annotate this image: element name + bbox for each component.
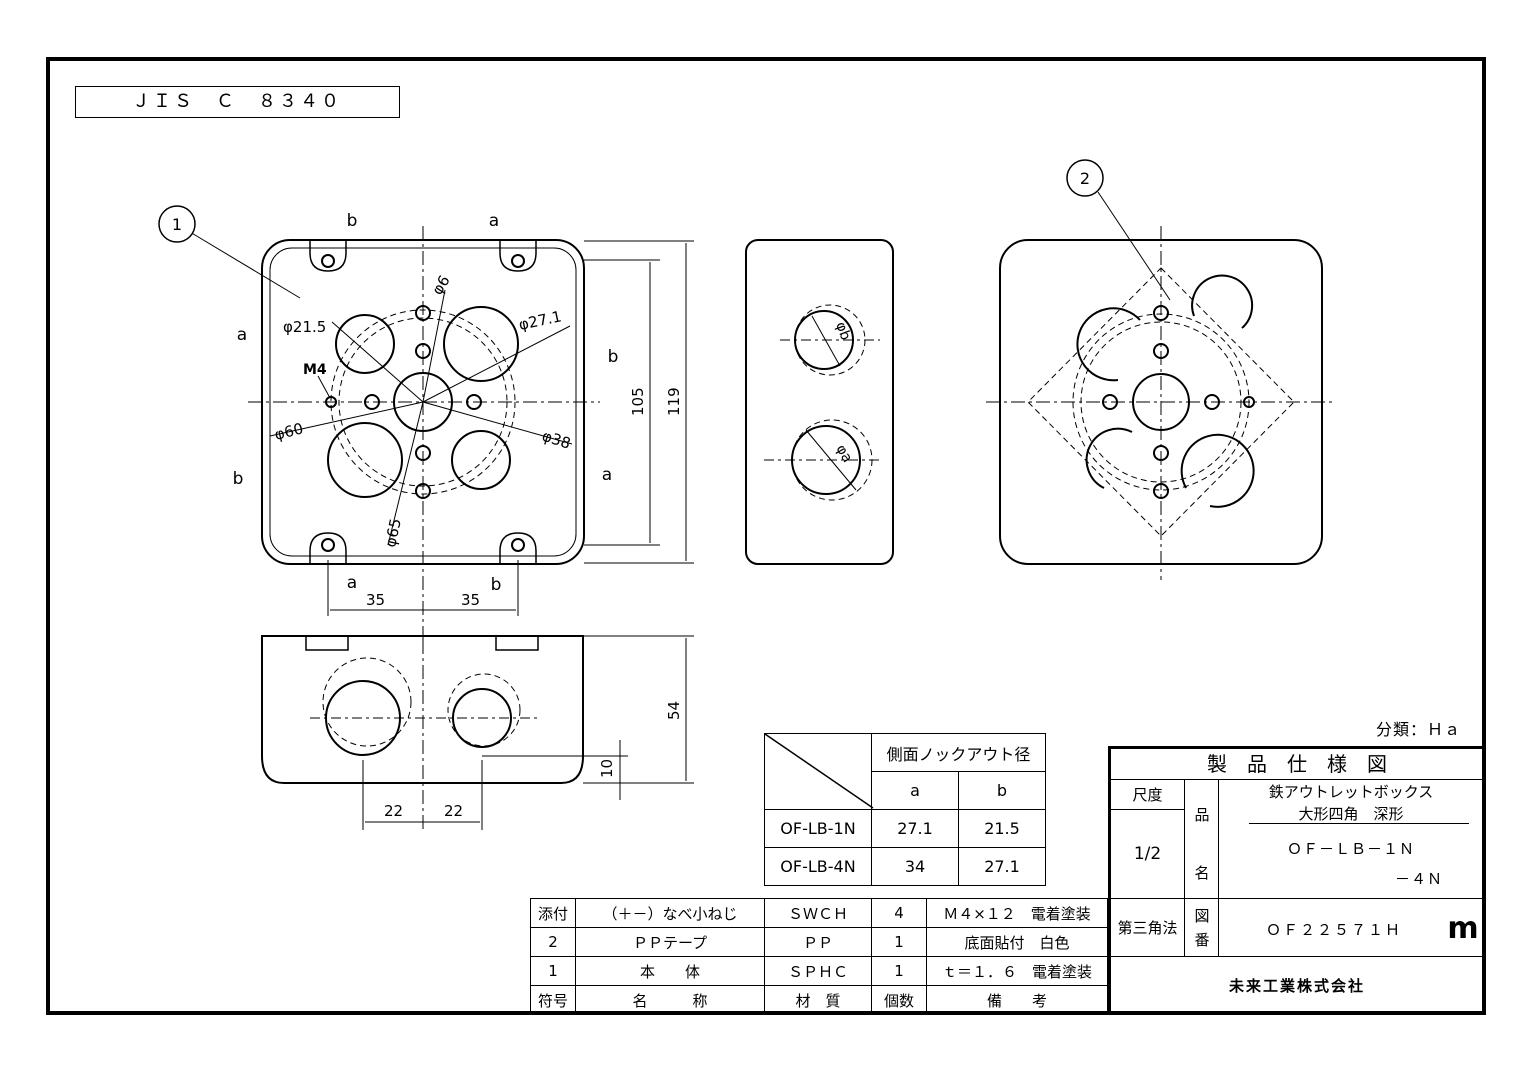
classification: 分類：Ｈａ xyxy=(1376,720,1462,739)
company-logo-icon: m xyxy=(1447,911,1479,946)
product-line2: 大形四角 深形 xyxy=(1298,805,1404,823)
model-1n: ＯＦ－ＬＢ－１Ｎ xyxy=(1286,840,1415,858)
hin-label: 品 xyxy=(1194,806,1210,824)
part-name: （＋－）なべ小ねじ xyxy=(575,898,765,928)
dim-phi-b: φb xyxy=(832,320,853,343)
dim-105: 105 xyxy=(629,387,647,416)
part-no: 添付 xyxy=(530,898,576,928)
dim-m4: M4 xyxy=(303,362,327,378)
screw-hole xyxy=(511,538,525,552)
screw-hole xyxy=(511,254,525,268)
dim-35: 35 xyxy=(461,591,480,609)
ko-a: 27.1 xyxy=(871,809,959,848)
header-qty: 個数 xyxy=(871,985,927,1015)
front-view-outline xyxy=(261,635,584,784)
ko-corner-cell xyxy=(764,733,872,810)
part-no: 2 xyxy=(530,927,576,957)
part-qty: 4 xyxy=(871,898,927,928)
screw-hole xyxy=(321,538,335,552)
dim-54: 54 xyxy=(665,701,683,720)
side-view-outline xyxy=(745,239,894,565)
ko-col-b: b xyxy=(958,771,1046,810)
dim-35: 35 xyxy=(366,591,385,609)
callout-1-circle xyxy=(158,205,196,243)
dim-phi65: φ65 xyxy=(381,517,405,549)
zu-label: 図 xyxy=(1194,907,1210,925)
part-note: Ｍ４×１２ 電着塗装 xyxy=(926,898,1108,928)
title: 製 品 仕 様 図 xyxy=(1111,749,1483,780)
standard-box: ＪＩＳ Ｃ ８３４０ xyxy=(75,86,400,118)
header-name: 名 称 xyxy=(575,985,765,1015)
part-material: ＳＷＣＨ xyxy=(764,898,872,928)
ko-b: 27.1 xyxy=(958,847,1046,886)
ko-a: 34 xyxy=(871,847,959,886)
product-name-cell: 鉄アウトレットボックス 大形四角 深形 ＯＦ－ＬＢ－１Ｎ －４Ｎ xyxy=(1219,780,1483,899)
header-no: 符号 xyxy=(530,985,576,1015)
ko-model: OF-LB-1N xyxy=(764,809,872,848)
label-a: a xyxy=(237,325,247,345)
dim-119: 119 xyxy=(665,387,683,416)
part-note: 底面貼付 白色 xyxy=(926,927,1108,957)
screw-hole xyxy=(321,254,335,268)
label-a: a xyxy=(489,211,499,231)
label-a: a xyxy=(602,465,612,485)
label-a: a xyxy=(347,573,357,593)
ko-b: 21.5 xyxy=(958,809,1046,848)
header-note: 備 考 xyxy=(926,985,1108,1015)
dim-22: 22 xyxy=(444,802,463,820)
callout-1: 1 xyxy=(172,215,182,234)
ko-col-a: a xyxy=(871,771,959,810)
callout-2-circle xyxy=(1066,159,1104,197)
knockout-table: 側面ノックアウト径 a b OF-LB-1N 27.1 21.5 OF-LB-4… xyxy=(764,733,1046,886)
product-line1: 鉄アウトレットボックス xyxy=(1268,783,1434,801)
company-name: 未来工業株式会社 xyxy=(1228,977,1365,995)
part-material: ＳＰＨＣ xyxy=(764,956,872,986)
scale-label: 尺度 xyxy=(1111,780,1185,810)
parts-table: 添付 （＋－）なべ小ねじ ＳＷＣＨ 4 Ｍ４×１２ 電着塗装 2 ＰＰテープ Ｐ… xyxy=(530,898,1108,1015)
dim-phi-a: φa xyxy=(833,442,856,465)
part-material: ＰＰ xyxy=(764,927,872,957)
hinmei-cell: 品 名 xyxy=(1185,780,1219,899)
dim-22: 22 xyxy=(384,802,403,820)
zuban-cell: 図 番 xyxy=(1185,899,1219,957)
parts-header-row: 符号 名 称 材 質 個数 備 考 xyxy=(530,985,1108,1015)
dim-phi21-5: φ21.5 xyxy=(283,318,326,336)
dim-10: 10 xyxy=(598,759,616,778)
table-row: 2 ＰＰテープ ＰＰ 1 底面貼付 白色 xyxy=(530,927,1108,957)
table-row: OF-LB-4N 34 27.1 xyxy=(764,847,1046,886)
part-no: 1 xyxy=(530,956,576,986)
model-4n: －４Ｎ xyxy=(1394,870,1443,888)
projection: 第三角法 xyxy=(1111,899,1185,957)
part-name: ＰＰテープ xyxy=(575,927,765,957)
table-row: OF-LB-1N 27.1 21.5 xyxy=(764,809,1046,848)
scale-value: 1/2 xyxy=(1111,810,1185,899)
dim-phi6: φ6 xyxy=(428,272,454,298)
ban-label: 番 xyxy=(1194,931,1210,949)
ko-header: 側面ノックアウト径 xyxy=(871,733,1046,772)
dim-phi60: φ60 xyxy=(273,419,305,443)
part-qty: 1 xyxy=(871,927,927,957)
part-qty: 1 xyxy=(871,956,927,986)
title-block: 製 品 仕 様 図 尺度 1/2 品 名 鉄アウトレットボックス 大形四角 深形… xyxy=(1108,746,1486,1015)
label-b: b xyxy=(233,469,244,489)
drawing-number: ＯＦ２２５７１Ｈ xyxy=(1265,921,1402,939)
label-b: b xyxy=(347,211,358,231)
drawing-no-cell: ＯＦ２２５７１Ｈ m xyxy=(1219,899,1483,957)
table-row: 1 本 体 ＳＰＨＣ 1 ｔ＝１．６ 電着塗装 xyxy=(530,956,1108,986)
dim-phi27-1: φ27.1 xyxy=(517,307,563,334)
ko-model: OF-LB-4N xyxy=(764,847,872,886)
label-b: b xyxy=(491,575,502,595)
callout-2: 2 xyxy=(1080,169,1090,188)
label-b: b xyxy=(608,347,619,367)
mei-label: 名 xyxy=(1194,864,1210,882)
table-row: 添付 （＋－）なべ小ねじ ＳＷＣＨ 4 Ｍ４×１２ 電着塗装 xyxy=(530,898,1108,928)
part-name: 本 体 xyxy=(575,956,765,986)
part-note: ｔ＝１．６ 電着塗装 xyxy=(926,956,1108,986)
dim-phi38: φ38 xyxy=(540,427,573,453)
header-material: 材 質 xyxy=(764,985,872,1015)
